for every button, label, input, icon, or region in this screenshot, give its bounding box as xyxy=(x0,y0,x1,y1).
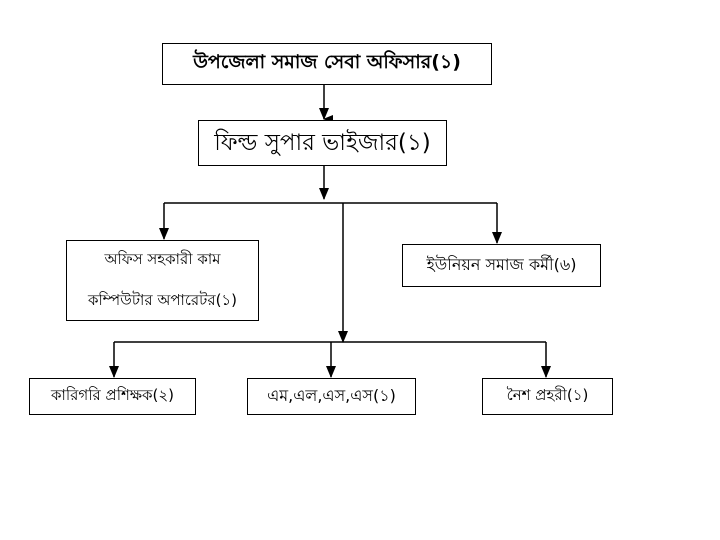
arrowhead xyxy=(159,228,169,240)
label: এম,এল,এস,এস(১) xyxy=(267,386,396,405)
box-mlss: এম,এল,এস,এস(১) xyxy=(247,378,416,415)
label: নৈশ প্রহরী(১) xyxy=(506,386,589,404)
label-line1: অফিস সহকারী কাম xyxy=(104,249,221,268)
arrowhead xyxy=(326,366,336,378)
arrowhead xyxy=(541,366,551,378)
label: উপজেলা সমাজ সেবা অফিসার(১) xyxy=(193,51,461,73)
label: কারিগরি প্রশিক্ষক(২) xyxy=(51,386,174,404)
box-office-assistant: অফিস সহকারী কাম কম্পিউটার অপারেটর(১) xyxy=(66,240,259,321)
box-union-worker: ইউনিয়ন সমাজ কর্মী(৬) xyxy=(402,244,601,287)
box-field-supervisor: ফিল্ড সুপার ভাইজার(১) xyxy=(198,120,447,166)
box-upazila-officer: উপজেলা সমাজ সেবা অফিসার(১) xyxy=(162,43,492,85)
label: ইউনিয়ন সমাজ কর্মী(৬) xyxy=(426,255,577,274)
arrowhead xyxy=(109,366,119,378)
arrowhead xyxy=(319,188,329,200)
arrowhead xyxy=(492,232,502,244)
label-line2: কম্পিউটার অপারেটর(১) xyxy=(87,290,238,309)
label: ফিল্ড সুপার ভাইজার(১) xyxy=(214,129,431,156)
box-night-guard: নৈশ প্রহরী(১) xyxy=(482,378,613,415)
box-technical-trainer: কারিগরি প্রশিক্ষক(২) xyxy=(29,378,196,415)
arrowhead xyxy=(338,331,348,343)
arrowhead xyxy=(319,108,329,120)
